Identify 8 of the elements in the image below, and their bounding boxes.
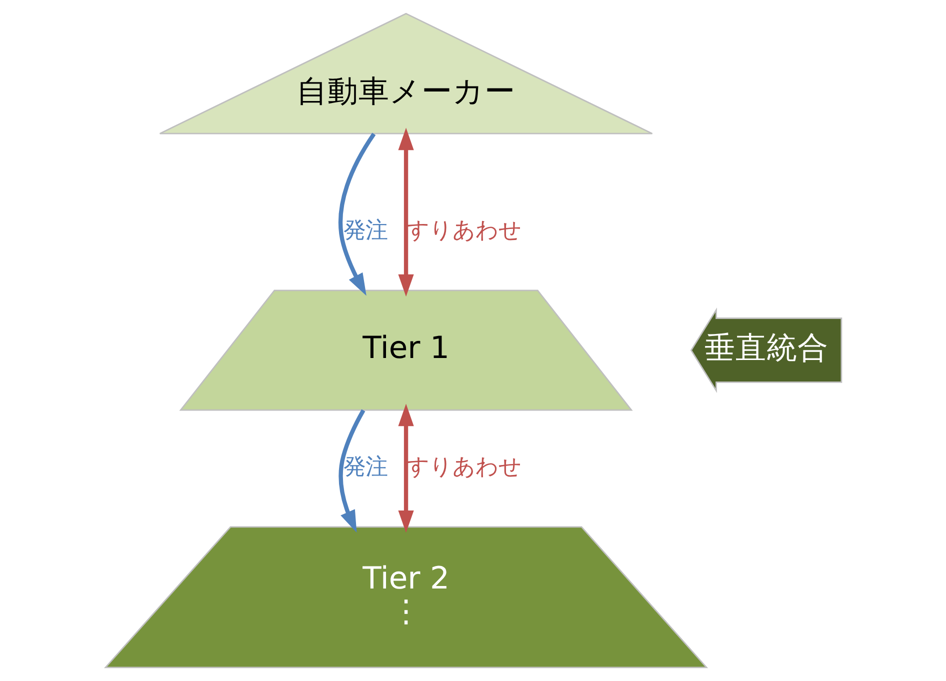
- arrow: [398, 128, 414, 297]
- arrow: [338, 132, 376, 296]
- edge-label: 発注: [343, 217, 388, 244]
- arrow: [338, 409, 365, 533]
- arrow: [398, 404, 414, 533]
- edge-label: すりあわせ: [406, 454, 521, 480]
- edge-label: すりあわせ: [406, 217, 521, 244]
- edge-label: 発注: [343, 454, 388, 480]
